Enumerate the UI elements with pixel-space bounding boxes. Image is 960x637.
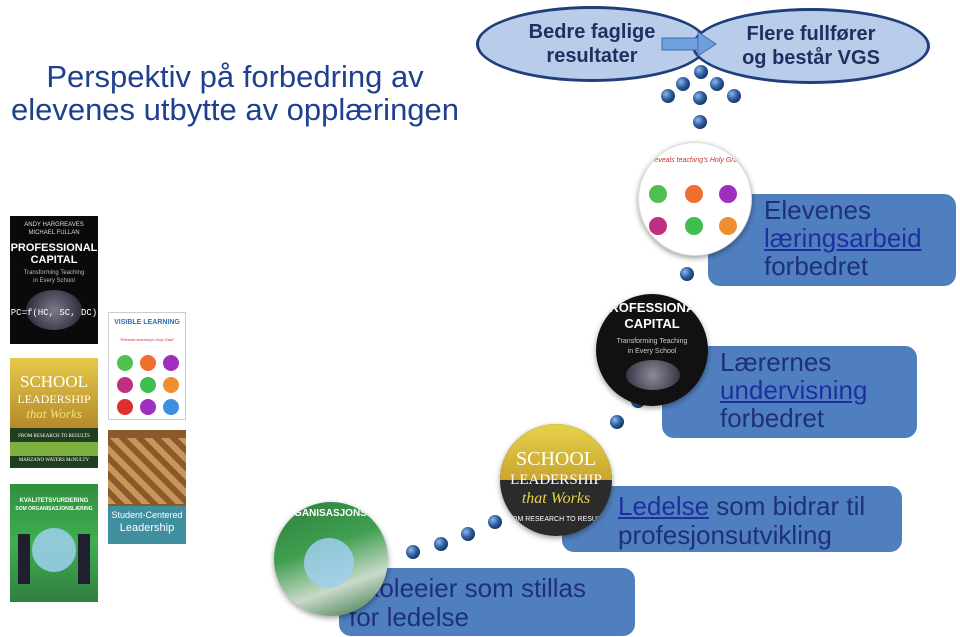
book-pc-title2: CAPITAL xyxy=(30,254,78,266)
slide-title: Perspektiv på forbedring av elevenes utb… xyxy=(0,60,470,126)
step-learning-line2: læringsarbeid xyxy=(764,223,922,253)
book-professional-capital: ANDY HARGREAVES MICHAEL FULLAN PROFESSIO… xyxy=(10,216,98,344)
step-teaching-line2: undervisning xyxy=(720,375,868,405)
book-sl-authors: MARZANO WATERS McNULTY xyxy=(18,458,90,463)
dot xyxy=(727,89,741,103)
step-school-owner-line1: Skoleeier som stillas xyxy=(349,573,586,603)
dots-group xyxy=(406,65,741,559)
book-sl-title1: SCHOOL xyxy=(19,372,88,391)
book-pc-sub2: in Every School xyxy=(33,278,75,284)
circle-visible-learning-book: "Reveals teaching's Holy Grail" xyxy=(638,142,752,256)
dot xyxy=(406,545,420,559)
goal-completion-line1: Flere fullfører xyxy=(746,23,876,45)
step-leadership-line2: profesjonsutvikling xyxy=(618,520,832,550)
dot xyxy=(694,65,708,79)
book-vl-quote: "Reveals teaching's Holy Grail" xyxy=(119,337,175,342)
book-pc-authors2: MICHAEL FULLAN xyxy=(28,230,80,236)
step-leadership-rest: som bidrar til xyxy=(709,491,866,521)
dot xyxy=(680,267,694,281)
step-box-leadership: Ledelse som bidrar til profesjonsutvikli… xyxy=(562,486,902,552)
book-student-centered-leadership: Student-Centered Leadership xyxy=(108,430,186,544)
dot xyxy=(676,77,690,91)
book-kvalitetsvurdering: KVALITETSVURDERING SOM ORGANISASJONSLÆRI… xyxy=(10,484,98,602)
dot xyxy=(610,415,624,429)
step-school-owner-line2: for ledelse xyxy=(349,602,469,632)
goal-completion-line2: og består VGS xyxy=(742,47,880,69)
circle-professional-capital-book: PROFESSIONAL CAPITAL Transforming Teachi… xyxy=(596,294,708,406)
book-sl-title2: LEADERSHIP xyxy=(17,392,91,406)
step-learning-line1: Elevenes xyxy=(764,195,871,225)
step-teaching-line1: Lærernes xyxy=(720,347,832,377)
book-pc-authors1: ANDY HARGREAVES xyxy=(24,222,84,228)
circle-kvalitetsvurdering-book: ORGANISASJONSLÆ xyxy=(274,502,388,616)
dot xyxy=(710,77,724,91)
dot xyxy=(461,527,475,541)
book-scl-title2: Leadership xyxy=(119,522,175,534)
book-kv-title1: KVALITETSVURDERING xyxy=(19,498,89,504)
book-scl-title1: Student-Centered xyxy=(111,510,183,520)
dot xyxy=(693,115,707,129)
book-sl-sub: FROM RESEARCH TO RESULTS xyxy=(18,434,90,439)
book-visible-learning: VISIBLE LEARNING "Reveals teaching's Hol… xyxy=(108,312,186,420)
slide-title-line1: Perspektiv på forbedring av xyxy=(46,59,424,94)
book-school-leadership: SCHOOL LEADERSHIP that Works FROM RESEAR… xyxy=(10,358,98,468)
dot xyxy=(488,515,502,529)
arrow-icon xyxy=(661,31,717,57)
step-leadership-word: Ledelse xyxy=(618,491,710,521)
dot xyxy=(693,91,707,105)
book-pc-title1: PROFESSIONAL xyxy=(10,242,98,254)
circle-school-leadership-book: SCHOOL LEADERSHIP that Works FROM RESEAR… xyxy=(500,424,612,536)
step-box-school-owner: Skoleeier som stillas for ledelse xyxy=(339,568,635,636)
step-teaching-line3: forbedret xyxy=(720,403,825,433)
book-sl-title3: that Works xyxy=(26,406,82,421)
book-pc-formula: PC=f(HC, SC, DC) xyxy=(10,308,98,318)
goal-results-line2: resultater xyxy=(546,45,638,67)
dot xyxy=(434,537,448,551)
goal-ellipse-completion: Flere fullfører og består VGS xyxy=(692,8,930,84)
dot xyxy=(661,89,675,103)
goal-results-line1: Bedre faglige xyxy=(528,21,656,43)
book-pc-sub1: Transforming Teaching xyxy=(23,270,85,276)
book-vl-title: VISIBLE LEARNING xyxy=(114,319,180,326)
book-kv-title2: SOM ORGANISASJONSLÆRING xyxy=(15,506,93,512)
step-learning-line3: forbedret xyxy=(764,251,869,281)
slide-title-line2: elevenes utbytte av opplæringen xyxy=(10,92,460,127)
